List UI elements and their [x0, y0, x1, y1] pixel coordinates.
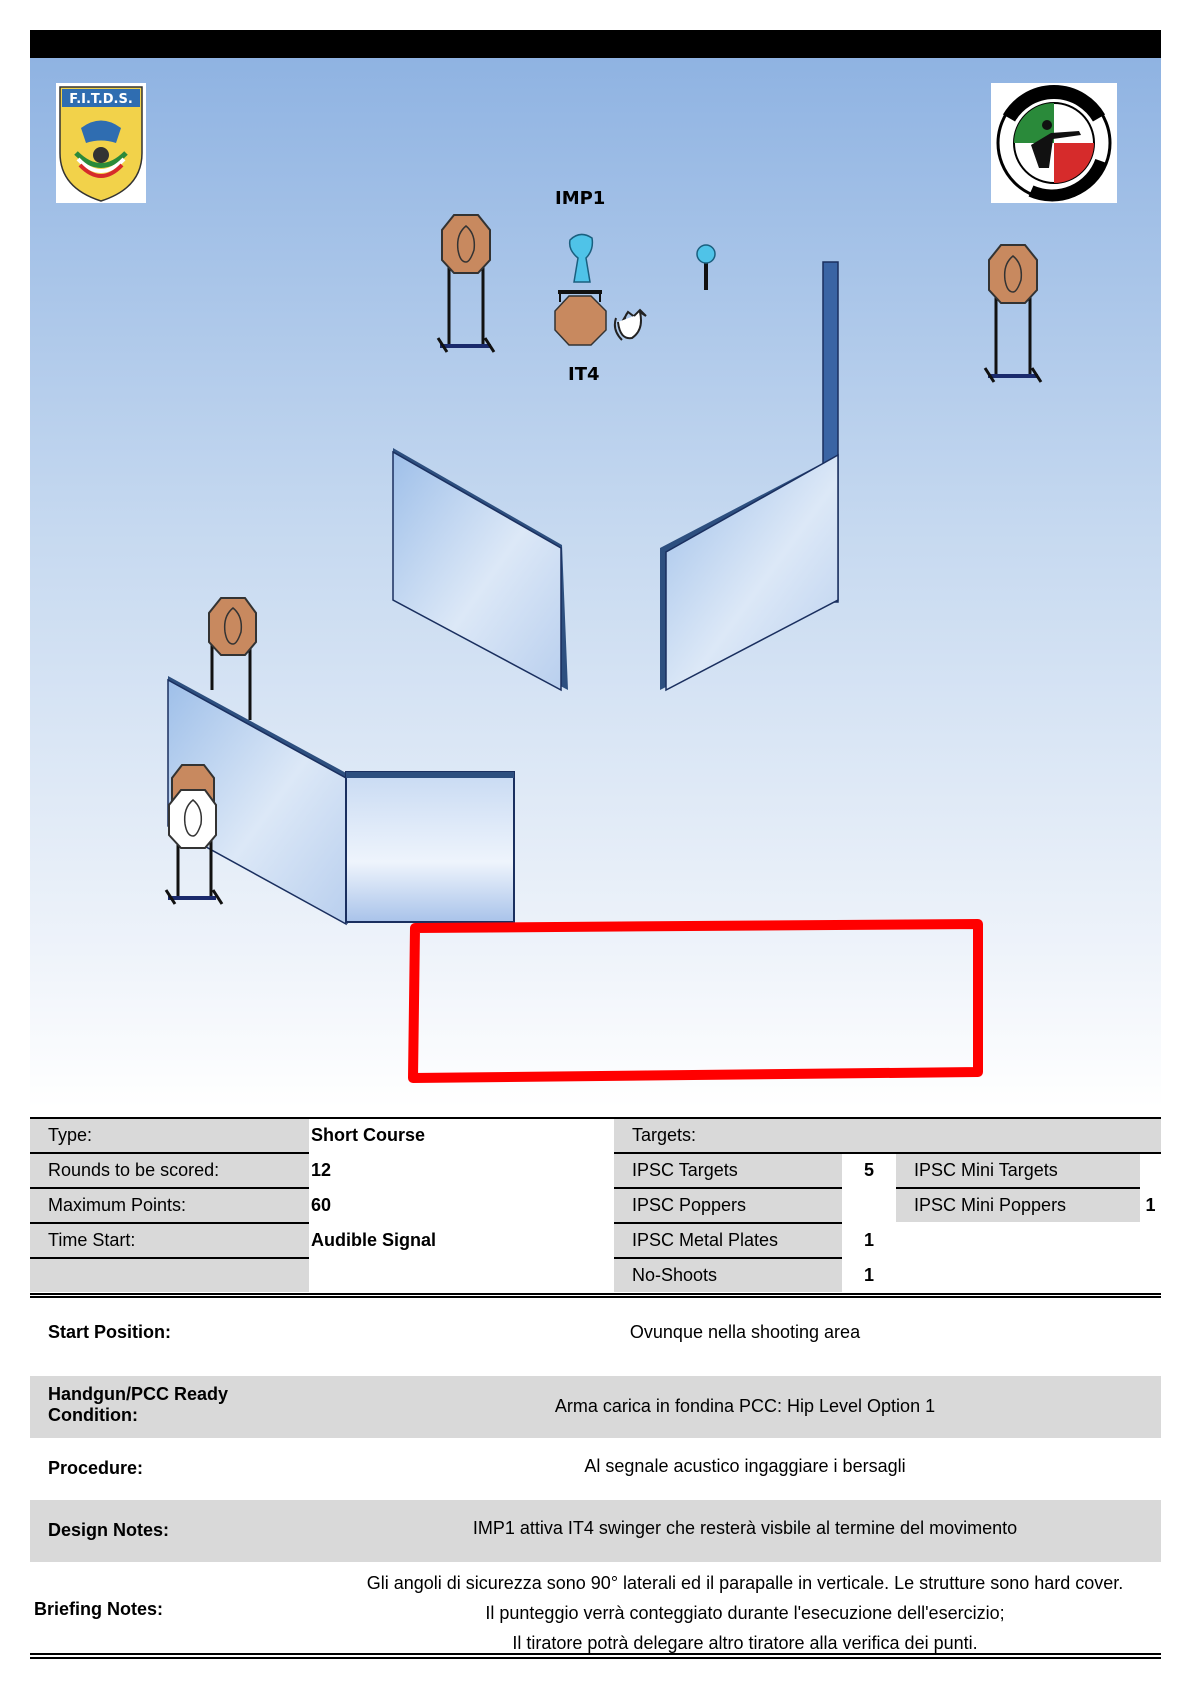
ready-condition-value: Arma carica in fondina PCC: Hip Level Op…: [554, 1396, 936, 1416]
imp1-label: IMP1: [555, 188, 606, 209]
no-shoots-label: No-Shoots: [614, 1258, 842, 1292]
fitds-logo: F.I.T.D.S.: [56, 83, 146, 203]
stage-drawing: [164, 214, 1043, 1083]
design-notes-label: Design Notes:: [48, 1520, 170, 1540]
shooting-area-fault-line: [408, 919, 983, 1083]
mini-targets-label: IPSC Mini Targets: [896, 1153, 1140, 1187]
metal-plates-value: 1: [863, 1230, 874, 1250]
metal-plate: [696, 244, 716, 290]
table-rule: [30, 1257, 309, 1259]
table-rule: [30, 1296, 1161, 1298]
time-value: Audible Signal: [311, 1230, 437, 1250]
table-rule: [614, 1257, 842, 1259]
design-notes-row: Design Notes: IMP1 attiva IT4 swinger ch…: [30, 1500, 1161, 1562]
wall-center-left: [392, 448, 568, 692]
bottom-rule: [30, 1657, 1161, 1659]
design-notes-value: IMP1 attiva IT4 swinger che resterà visb…: [472, 1518, 1018, 1538]
ipsc-targets-label: IPSC Targets: [614, 1153, 842, 1187]
ipsc-targets-value: 5: [863, 1160, 874, 1180]
procedure-value: Al segnale acustico ingaggiare i bersagl…: [584, 1456, 906, 1476]
table-rule: [614, 1152, 1161, 1154]
procedure-row: Procedure: Al segnale acustico ingaggiar…: [30, 1438, 1161, 1500]
procedure-label: Procedure:: [48, 1458, 144, 1478]
time-label: Time Start:: [30, 1223, 309, 1257]
ipsc-poppers-value: [842, 1188, 896, 1222]
ipsc-target-3: [208, 597, 257, 720]
type-value: Short Course: [311, 1125, 426, 1145]
table-rule: [30, 1152, 309, 1154]
points-label: Maximum Points:: [30, 1188, 309, 1222]
start-position-value: Ovunque nella shooting area: [629, 1322, 861, 1342]
piancardato-logo: [991, 83, 1117, 203]
ready-condition-label: Handgun/PCC Ready Condition:: [48, 1384, 229, 1425]
mini-poppers-label: IPSC Mini Poppers: [896, 1188, 1140, 1222]
popper-imp1: [558, 233, 602, 302]
wall-left-front: [345, 771, 515, 923]
ipsc-target-2: [983, 244, 1043, 383]
ipsc-target-1: [436, 214, 496, 353]
table-rule: [30, 1187, 309, 1189]
no-shoot-target: [168, 789, 217, 849]
start-position-row: Start Position: Ovunque nella shooting a…: [30, 1303, 1161, 1361]
it4-label: IT4: [568, 364, 600, 385]
mini-poppers-value: 1: [1145, 1195, 1156, 1215]
no-shoots-value: 1: [863, 1265, 874, 1285]
swinger-it4: [554, 295, 647, 346]
bottom-rule: [30, 1653, 1161, 1655]
wall-left: [167, 676, 348, 926]
rounds-value: 12: [311, 1160, 332, 1180]
rounds-label: Rounds to be scored:: [30, 1153, 309, 1187]
table-rule: [30, 1117, 1161, 1119]
table-rule: [614, 1222, 842, 1224]
wall-center-right: [660, 453, 839, 692]
briefing-notes-row: Briefing Notes: Gli angoli di sicurezza …: [30, 1562, 1161, 1653]
ipsc-poppers-label: IPSC Poppers: [614, 1188, 842, 1222]
top-bar: [30, 30, 1161, 58]
type-label: Type:: [30, 1118, 309, 1152]
table-rule: [30, 1222, 309, 1224]
mini-targets-value: [1140, 1153, 1161, 1187]
targets-label: Targets:: [614, 1118, 1161, 1152]
empty-cell: [30, 1258, 309, 1292]
briefing-notes-value: Gli angoli di sicurezza sono 90° lateral…: [366, 1573, 1124, 1653]
briefing-notes-label: Briefing Notes:: [34, 1599, 164, 1619]
ready-condition-row: Handgun/PCC Ready Condition: Arma carica…: [30, 1376, 1161, 1438]
table-rule: [614, 1187, 842, 1189]
fitds-logo-text: F.I.T.D.S.: [69, 92, 133, 107]
stage-diagram: [30, 58, 1161, 1108]
start-position-label: Start Position:: [48, 1322, 172, 1342]
points-value: 60: [311, 1195, 332, 1215]
table-rule: [896, 1187, 1140, 1189]
stage-info-table: Type: Short Course Targets: Rounds to be…: [30, 1117, 1161, 1298]
metal-plates-label: IPSC Metal Plates: [614, 1223, 842, 1257]
table-rule: [30, 1293, 1161, 1295]
